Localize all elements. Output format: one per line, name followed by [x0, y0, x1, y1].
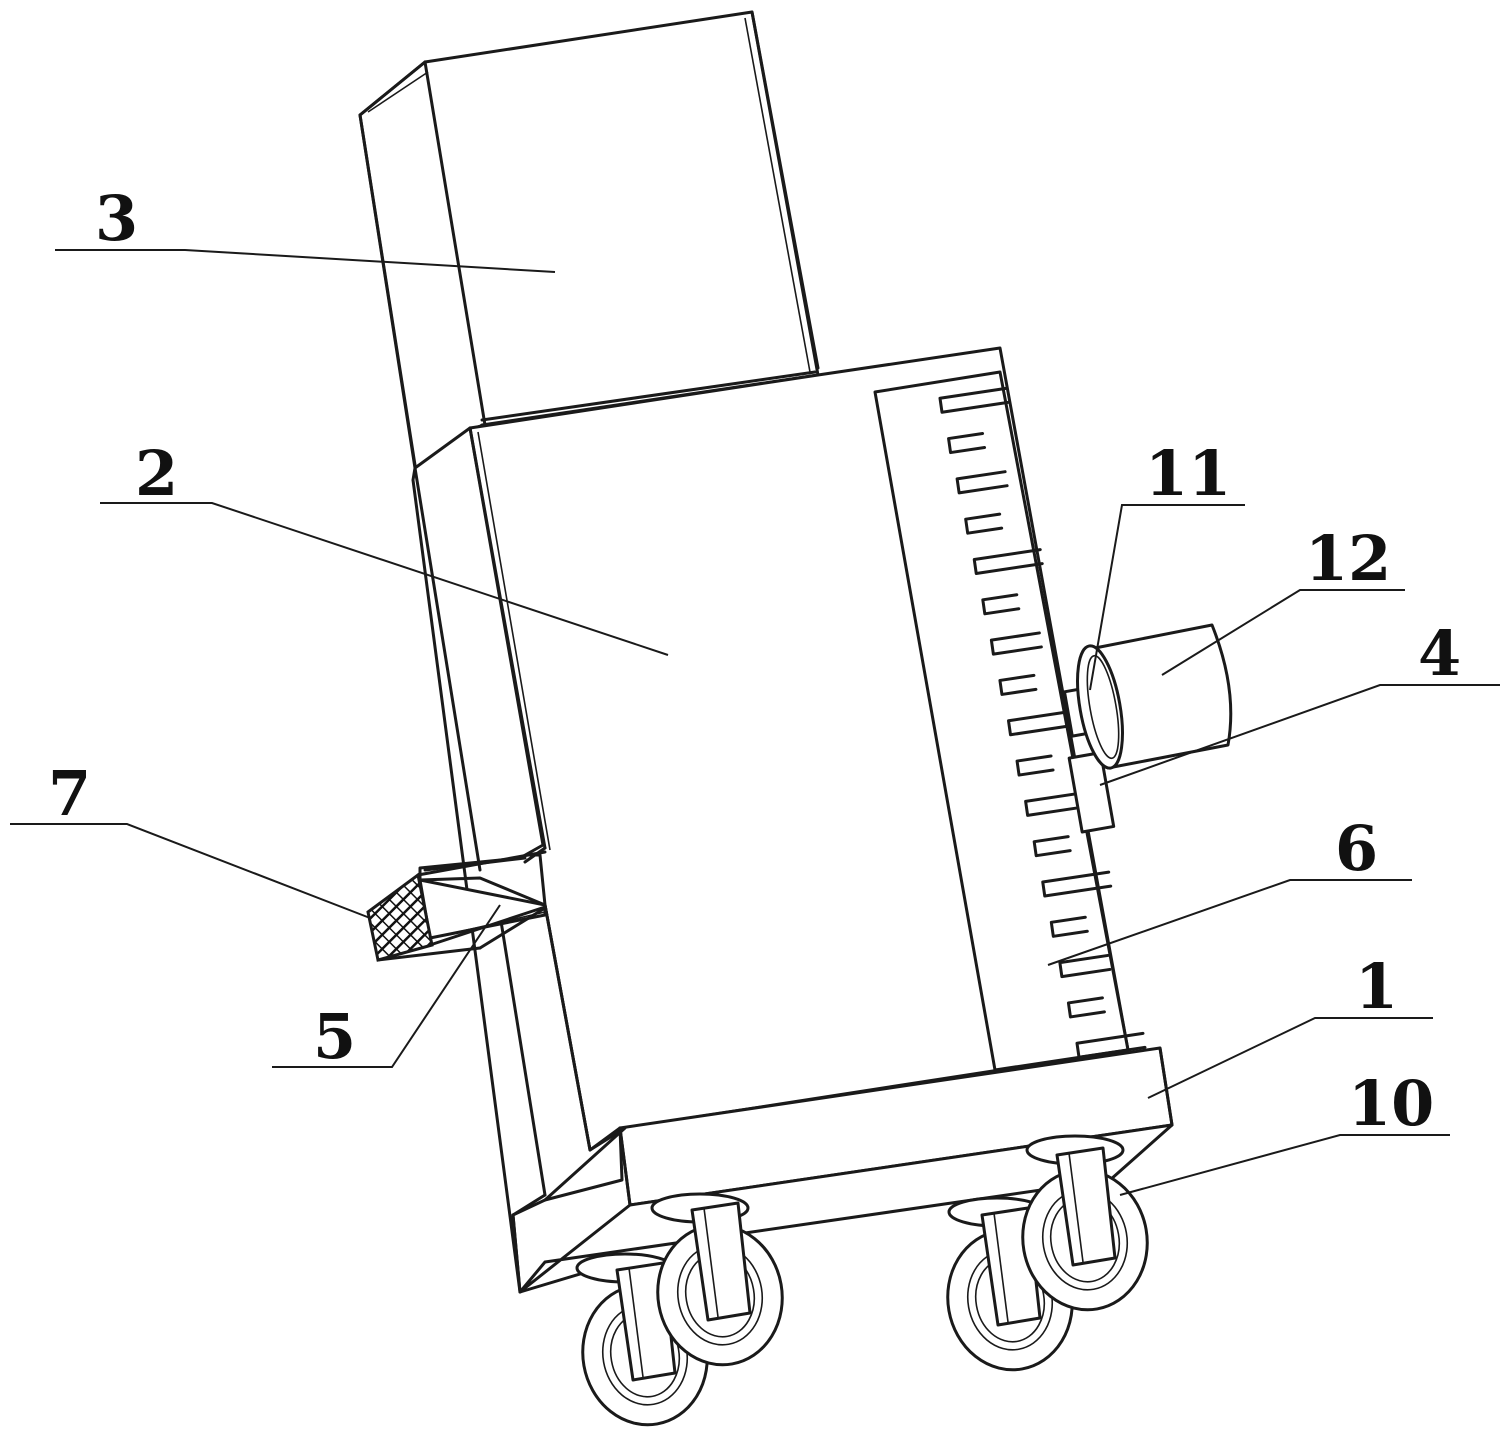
label-3: 3 — [95, 182, 138, 255]
motor-assembly — [1064, 625, 1230, 832]
label-5: 5 — [313, 1000, 356, 1073]
label-12: 12 — [1305, 522, 1391, 595]
label-2: 2 — [135, 437, 178, 510]
label-7: 6 — [1335, 812, 1378, 885]
label-10: 10 — [1348, 1067, 1434, 1140]
leader-10 — [1120, 1135, 1450, 1195]
label-1: 1 — [1355, 950, 1398, 1023]
label-4: 4 — [1418, 617, 1461, 690]
label-11: 11 — [1145, 437, 1231, 510]
label-6: 7 — [48, 757, 91, 830]
leader-6 — [10, 824, 370, 918]
